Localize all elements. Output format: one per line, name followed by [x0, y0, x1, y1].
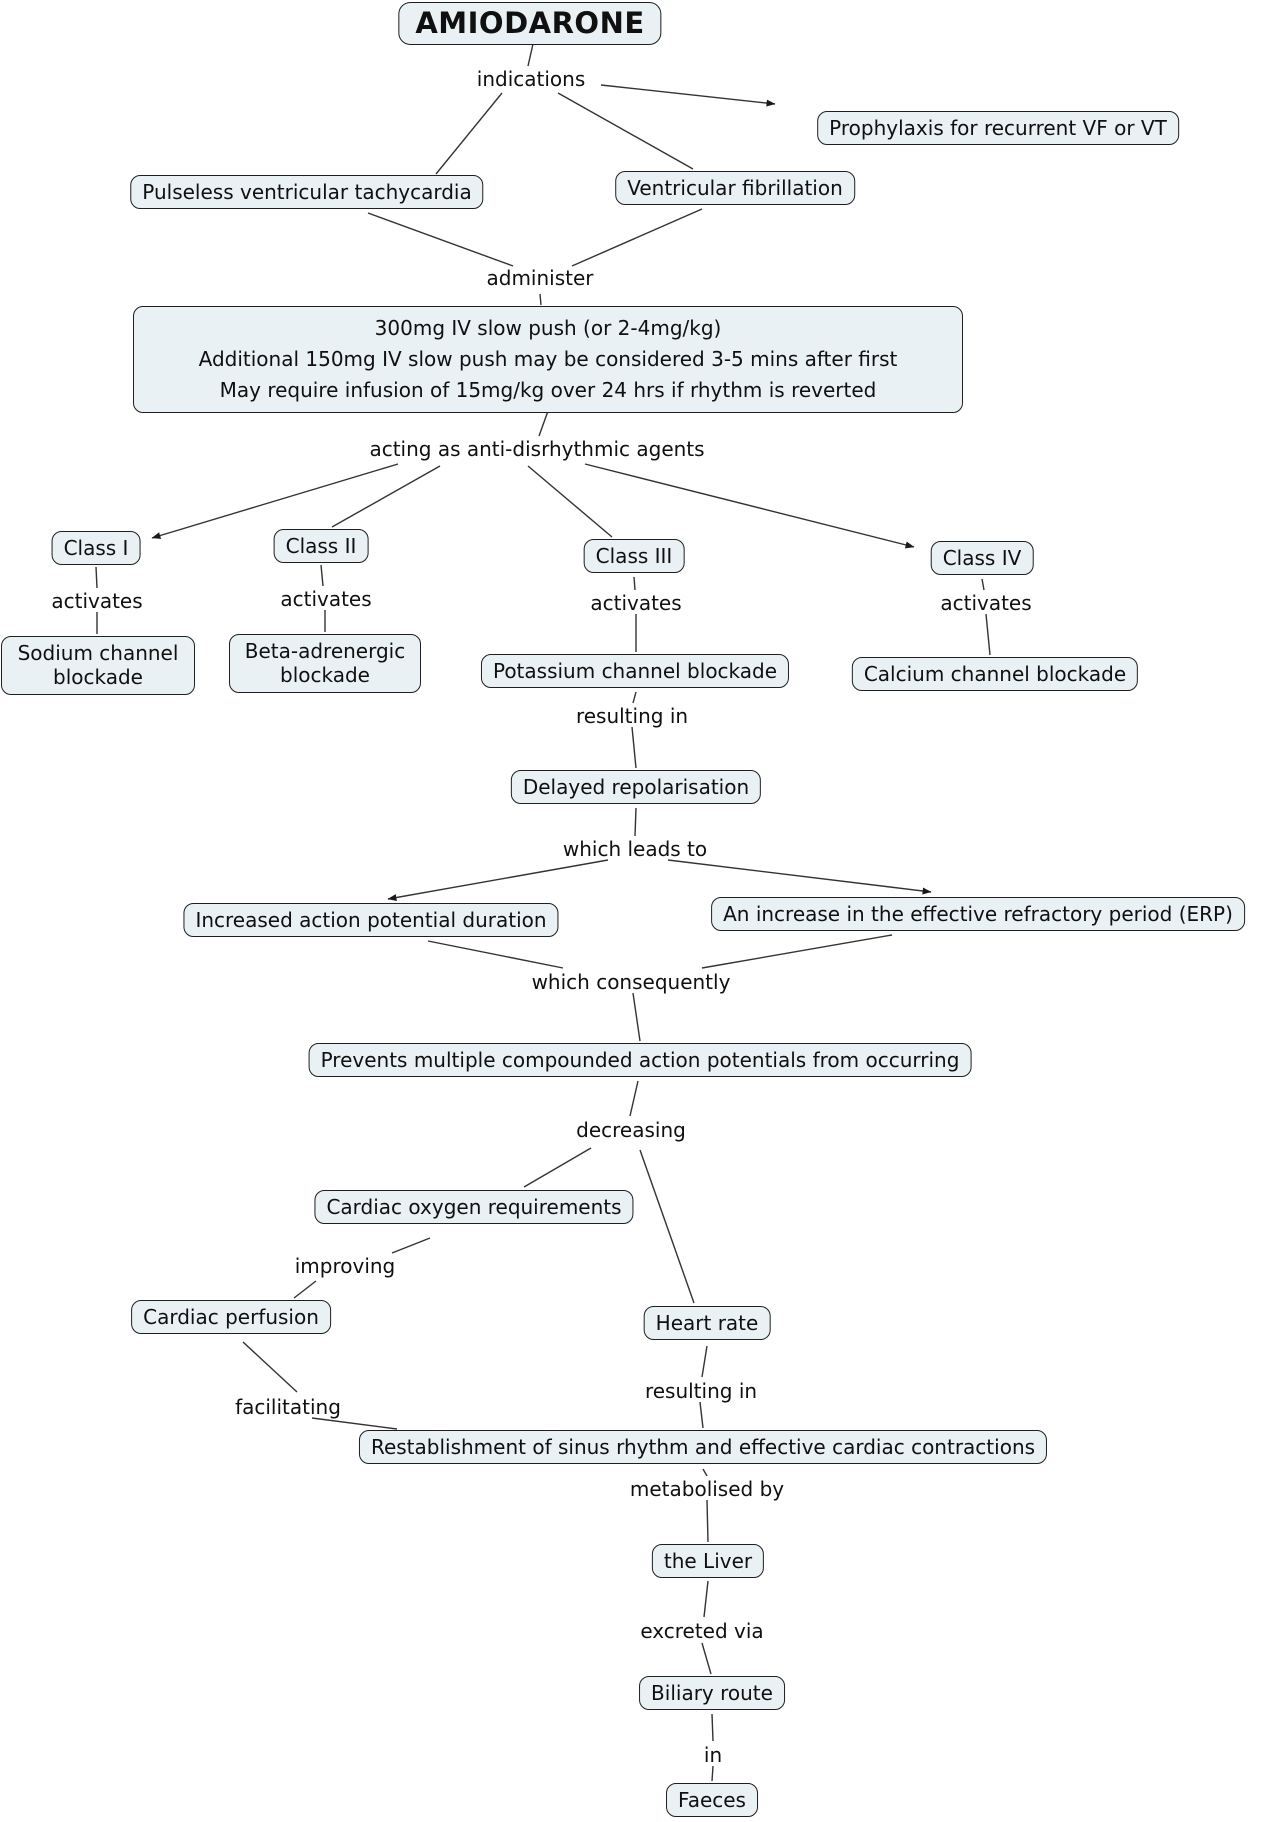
edge-indications-ventricular-fibrillation: [557, 92, 694, 170]
edge-class2-activates: [320, 564, 324, 587]
link-indications: indications: [476, 67, 586, 91]
node-class-iii[interactable]: Class III: [583, 539, 685, 574]
node-calcium-blockade[interactable]: Calcium channel blockade: [851, 657, 1139, 692]
edge-cardiac-oxygen-improving: [391, 1237, 431, 1254]
link-excreted-via: excreted via: [640, 1619, 764, 1643]
link-activates-1: activates: [51, 589, 143, 613]
edge-which-leads-to-erp: [667, 859, 932, 895]
node-potassium-blockade[interactable]: Potassium channel blockade: [480, 654, 790, 689]
node-increased-apd[interactable]: Increased action potential duration: [183, 903, 559, 938]
node-liver[interactable]: the Liver: [651, 1544, 765, 1579]
edge-restablishment-metabolised: [702, 1468, 708, 1477]
link-acting-as-agents: acting as anti-disrhythmic agents: [369, 437, 705, 461]
node-cardiac-perfusion[interactable]: Cardiac perfusion: [131, 1300, 331, 1335]
node-amiodarone[interactable]: AMIODARONE: [398, 2, 662, 46]
node-prevents-potentials[interactable]: Prevents multiple compounded action pote…: [308, 1043, 972, 1078]
node-cardiac-oxygen[interactable]: Cardiac oxygen requirements: [314, 1190, 634, 1225]
link-resulting-in-2: resulting in: [644, 1379, 758, 1403]
edge-class3-activates: [633, 576, 636, 591]
link-activates-4: activates: [940, 591, 1032, 615]
node-restablishment[interactable]: Restablishment of sinus rhythm and effec…: [358, 1430, 1048, 1465]
edge-indications-pulseless-vt: [435, 92, 503, 175]
dose-line-1: 300mg IV slow push (or 2-4mg/kg): [374, 316, 722, 340]
node-biliary[interactable]: Biliary route: [639, 1676, 785, 1711]
node-beta-blockade[interactable]: Beta-adrenergic blockade: [229, 634, 421, 693]
edge-acting-class3: [527, 465, 613, 538]
node-class-i[interactable]: Class I: [51, 531, 141, 566]
edge-acting-class4: [584, 463, 915, 549]
edge-in-faeces: [711, 1765, 714, 1782]
node-faeces[interactable]: Faeces: [666, 1783, 758, 1818]
edge-decreasing-cardiac-oxygen: [523, 1147, 592, 1188]
node-class-ii[interactable]: Class II: [273, 529, 369, 564]
edge-improving-cardiac-perfusion: [293, 1280, 317, 1299]
edge-potassium-resulting-in: [632, 691, 637, 704]
node-dose[interactable]: 300mg IV slow push (or 2-4mg/kg) Additio…: [133, 306, 963, 413]
link-facilitating: facilitating: [235, 1395, 341, 1419]
dose-line-3: May require infusion of 15mg/kg over 24 …: [219, 378, 877, 402]
edge-delayed-which-leads-to: [634, 807, 637, 837]
edge-resulting-in-delayed: [631, 726, 637, 769]
edge-decreasing-heart-rate: [639, 1149, 695, 1304]
edge-administer-dose: [539, 293, 542, 306]
link-administer: administer: [486, 266, 594, 290]
link-activates-2: activates: [280, 587, 372, 611]
edge-which-consequently-prevents: [632, 992, 641, 1042]
edge-erp-which-consequently: [701, 934, 893, 969]
node-delayed-repolarisation[interactable]: Delayed repolarisation: [510, 770, 762, 805]
edge-ventricular-fibrillation-administer: [571, 208, 703, 267]
dose-line-2: Additional 150mg IV slow push may be con…: [198, 347, 898, 371]
edge-facilitating-restablishment: [311, 1417, 398, 1430]
edge-cardiac-perfusion-facilitating: [242, 1341, 298, 1393]
edge-prevents-decreasing: [629, 1080, 639, 1117]
edge-amiodarone-indications: [527, 43, 534, 67]
edge-dose-acting: [538, 410, 549, 437]
edge-activates-calcium: [985, 613, 991, 656]
edge-class4-activates: [981, 578, 985, 591]
edge-iapd-which-consequently: [427, 940, 564, 969]
edge-metabolised-liver: [706, 1499, 709, 1543]
node-sodium-blockade[interactable]: Sodium channel blockade: [1, 636, 195, 695]
link-resulting-in-1: resulting in: [575, 704, 689, 728]
link-in: in: [703, 1743, 723, 1767]
link-which-leads-to: which leads to: [562, 837, 708, 861]
edge-heart-rate-resulting-in: [701, 1345, 708, 1378]
edge-indications-prophylaxis: [600, 84, 776, 107]
link-activates-3: activates: [590, 591, 682, 615]
link-which-consequently: which consequently: [531, 970, 731, 994]
edge-acting-class2: [331, 465, 441, 528]
edge-biliary-in: [711, 1713, 714, 1742]
edge-acting-class1: [151, 463, 399, 539]
edge-pulseless-vt-administer: [367, 212, 514, 267]
link-improving: improving: [294, 1254, 396, 1278]
node-class-iv[interactable]: Class IV: [930, 541, 1034, 576]
node-ventricular-fibrillation[interactable]: Ventricular fibrillation: [615, 171, 855, 206]
link-metabolised-by: metabolised by: [629, 1477, 785, 1501]
edge-liver-excreted: [703, 1580, 709, 1618]
node-pulseless-vt[interactable]: Pulseless ventricular tachycardia: [130, 175, 484, 210]
edge-excreted-biliary: [701, 1642, 712, 1675]
node-heart-rate[interactable]: Heart rate: [643, 1306, 771, 1341]
node-prophylaxis[interactable]: Prophylaxis for recurrent VF or VT: [817, 111, 1179, 146]
edge-resulting-in-restablishment: [699, 1401, 704, 1429]
edge-which-leads-to-iapd: [387, 859, 609, 901]
edge-class1-activates: [95, 566, 98, 589]
link-decreasing: decreasing: [576, 1118, 686, 1142]
node-increased-erp[interactable]: An increase in the effective refractory …: [711, 897, 1245, 932]
